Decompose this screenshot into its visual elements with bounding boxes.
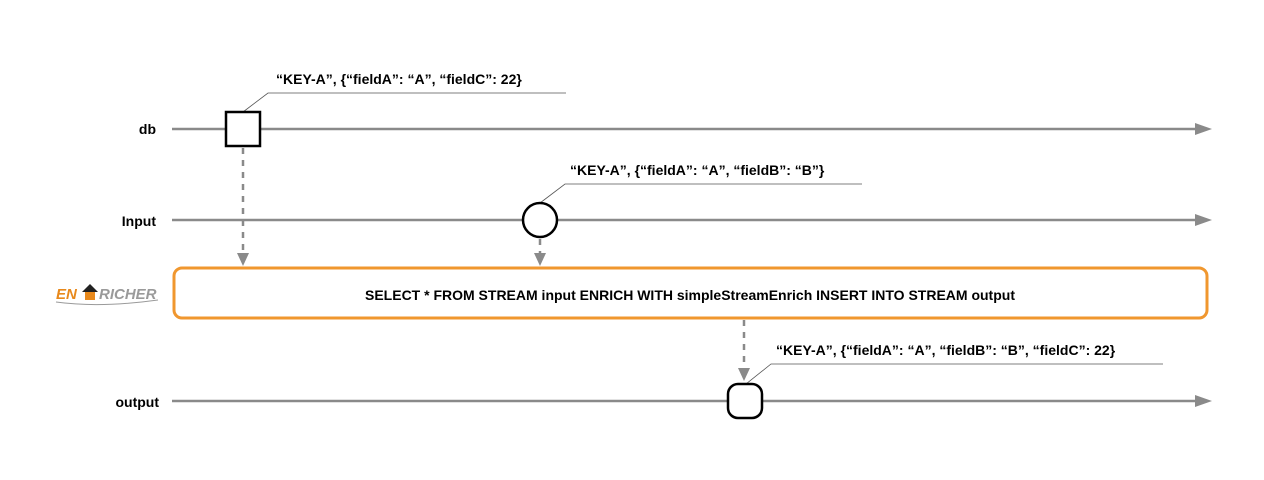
timeline-db-arrow-icon [1195,123,1212,135]
lane-label-output: output [115,394,159,410]
enricher-logo: EN RICHER [55,284,159,306]
db-event-label: “KEY-A”, {“fieldA”: “A”, “fieldC”: 22} [276,71,522,87]
output-event-callout-line [745,363,1163,385]
enricher-logo-prefix: EN [56,286,78,303]
output-event-label: “KEY-A”, {“fieldA”: “A”, “fieldB”: “B”, … [776,342,1116,358]
input-event-label: “KEY-A”, {“fieldA”: “A”, “fieldB”: “B”} [570,162,825,178]
input-event-circle-marker [521,201,559,239]
db-event-callout-line [242,92,566,113]
svg-text:RICHER: RICHER [99,286,157,303]
enricher-operator-box [172,266,1209,320]
db-to-operator-arrow-icon [237,253,249,266]
svg-text:EN: EN [56,286,78,303]
input-to-operator-arrow-icon [534,253,546,266]
enricher-logo-swoosh-icon [55,299,159,306]
operator-to-output-arrow-icon [738,368,750,381]
timeline-output-arrow-icon [1195,395,1212,407]
lane-label-input: Input [122,213,157,229]
enricher-query-text: SELECT * FROM STREAM input ENRICH WITH s… [365,287,1015,303]
enricher-logo-suffix: RICHER [99,286,157,303]
lane-label-db: db [139,121,156,137]
db-event-square-marker [224,110,262,148]
input-event-callout-line [539,183,862,204]
output-event-rounded-marker [726,382,764,420]
timeline-input-arrow-icon [1195,214,1212,226]
enricher-logo-emblem-icon [82,284,98,292]
